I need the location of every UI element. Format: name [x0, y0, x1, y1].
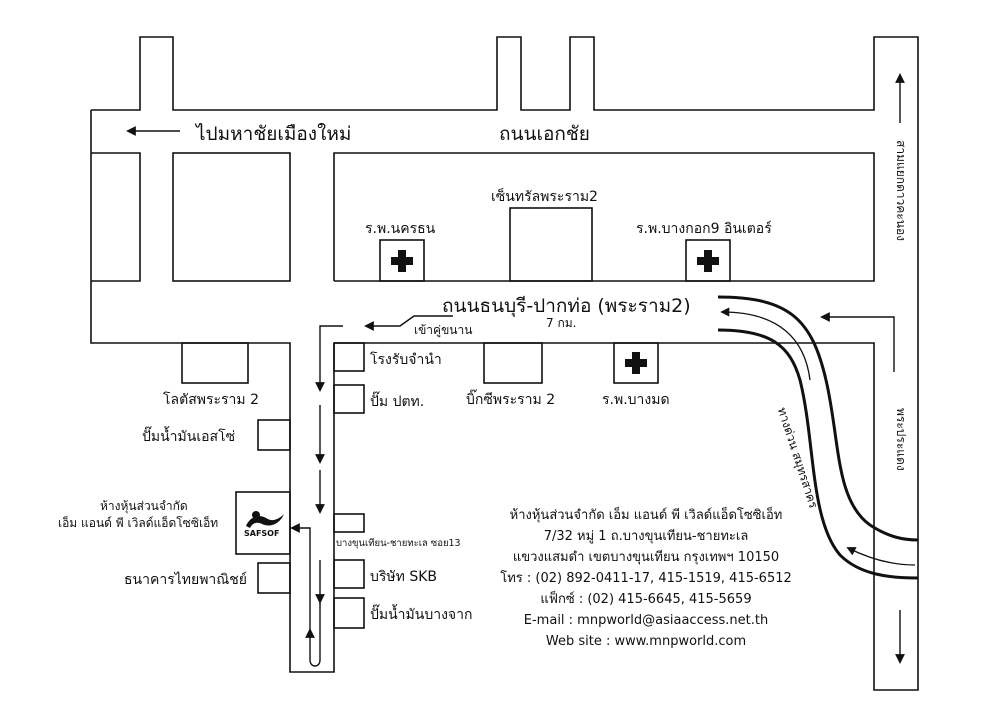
contact-address1: 7/32 หมู่ 1 ถ.บางขุนเทียน-ชายทะเล — [543, 529, 749, 544]
shop-bangmod — [613, 342, 659, 384]
contact-website[interactable]: Web site : www.mnpworld.com — [545, 634, 747, 649]
shop-pawn — [333, 342, 365, 372]
label-pawn-shop: โรงรับจำนำ — [370, 352, 442, 368]
label-company-line2: เอ็ม แอนด์ พี เวิลด์แอ็ดโซซิเอ็ท — [58, 516, 219, 530]
label-bangchak-station: ปั๊มน้ำมันบางจาก — [370, 607, 473, 623]
shop-ptt — [333, 384, 365, 414]
expressway-entry-arrow — [846, 547, 916, 566]
block-left — [172, 152, 291, 282]
label-scb-bank: ธนาคารไทยพาณิชย์ — [124, 572, 247, 588]
label-nakornthon-hospital: ร.พ.นครธน — [365, 221, 436, 237]
label-ptt-station: ปั๊ม ปตท. — [370, 394, 425, 410]
label-main-road: ถนนธนบุรี-ปากท่อ (พระราม2) — [442, 295, 691, 317]
shop-soi13 — [333, 513, 365, 533]
hospital-crosses — [391, 250, 719, 374]
label-soi13: บางขุนเทียน-ชายทะเล ซอย13 — [336, 538, 461, 549]
block-center — [333, 152, 875, 282]
contact-email[interactable]: E-mail : mnpworld@asiaaccess.net.th — [523, 613, 769, 628]
label-bangkok9-hospital: ร.พ.บางกอก9 อินเตอร์ — [636, 221, 772, 237]
contact-name: ห้างหุ้นส่วนจำกัด เอ็ม แอนด์ พี เวิลด์แอ… — [509, 508, 783, 523]
shop-esso — [257, 419, 291, 451]
road-ekachai-edge-top — [91, 36, 919, 691]
contact-info: ห้างหุ้นส่วนจำกัด เอ็ม แอนด์ พี เวิลด์แอ… — [488, 505, 804, 652]
contact-phone: โทร : (02) 892-0411-17, 415-1519, 415-65… — [500, 571, 792, 586]
building-bangkok9 — [685, 239, 731, 282]
arrow-uturn-to-company — [305, 602, 321, 667]
expressway-outer — [717, 295, 919, 542]
svg-text:SAFSOF: SAFSOF — [244, 529, 279, 538]
shop-skb — [333, 559, 365, 589]
cross-icon — [697, 250, 719, 272]
contact-fax: แฟ็กซ์ : (02) 415-6645, 415-5659 — [540, 592, 752, 607]
arrow-soi-down-1 — [315, 325, 343, 392]
shop-bigc — [483, 342, 543, 384]
cross-icon — [625, 352, 647, 374]
shop-scb — [257, 562, 291, 594]
arrow-frontage-entry — [364, 315, 453, 331]
expressway-center-arrow — [720, 307, 811, 381]
label-esso-station: ปั๊มน้ำมันเอสโซ่ — [142, 429, 236, 445]
label-central: เซ็นทรัลพระราม2 — [491, 189, 598, 205]
label-dao-khanong-junction: สามแยกดาวคะนอง — [894, 140, 908, 242]
building-central — [509, 207, 593, 282]
shop-bangchak — [333, 597, 365, 629]
label-to-mahachai: ไปมหาชัยเมืองใหม่ — [196, 123, 352, 145]
label-phrapradaeng: พระประแดง — [894, 408, 908, 471]
company-logo: SAFSOF — [240, 496, 286, 546]
label-company-line1: ห้างหุ้นส่วนจำกัด — [100, 499, 188, 513]
arrow-into-company — [290, 523, 311, 630]
shop-company — [235, 491, 291, 555]
label-ekachai-road: ถนนเอกชัย — [499, 123, 590, 145]
arrow-phrapradaeng-turn — [820, 312, 895, 372]
label-bangmod-hospital: ร.พ.บางมด — [602, 392, 670, 408]
label-lotus: โลตัสพระราม 2 — [163, 392, 259, 408]
shop-lotus — [181, 342, 249, 384]
label-big-c: บิ๊กซีพระราม 2 — [466, 392, 556, 408]
expressway-inner — [717, 328, 919, 580]
cross-icon — [391, 250, 413, 272]
label-frontage-entry: เข้าคู่ขนาน — [414, 323, 473, 337]
contact-address2: แขวงแสมดำ เขตบางขุนเทียน กรุงเทพฯ 10150 — [512, 550, 780, 565]
label-skb-company: บริษัท SKB — [370, 569, 437, 585]
building-nakornthon — [379, 239, 425, 282]
label-distance: 7 กม. — [546, 316, 577, 330]
